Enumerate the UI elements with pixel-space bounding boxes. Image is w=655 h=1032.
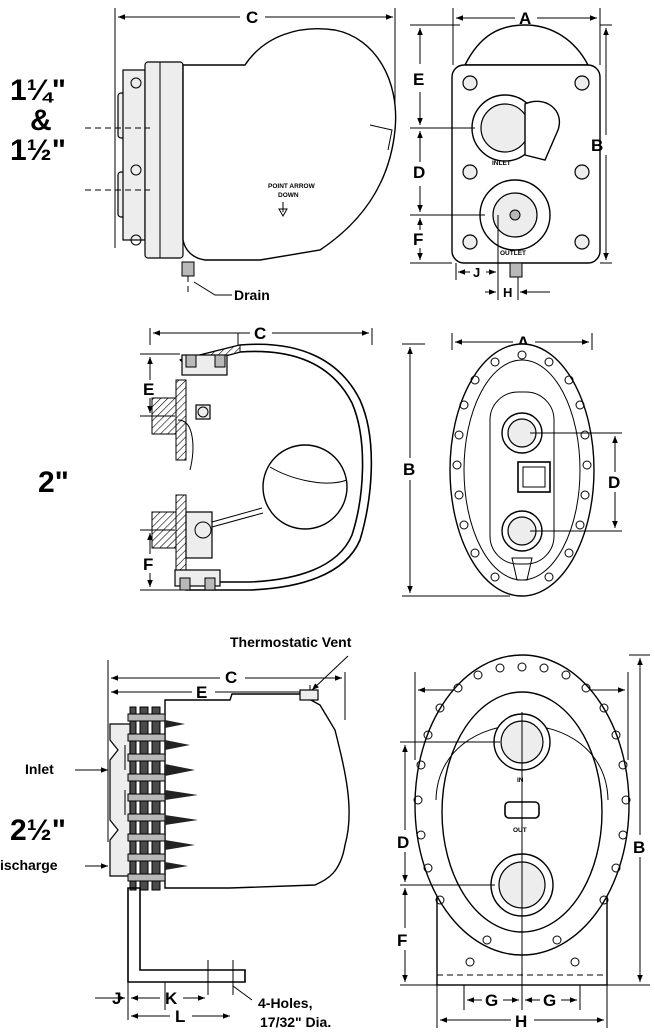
body-text-arrow1: POINT ARROW (268, 183, 316, 190)
body-text-arrow2: DOWN (278, 192, 299, 199)
callout-drain: Drain (234, 287, 270, 303)
callout-inlet: Inlet (25, 761, 54, 777)
dim-b-2half: B (633, 838, 645, 857)
callout-discharge: ischarge (0, 857, 58, 873)
dim-c-small: C (246, 8, 258, 27)
dim-j-2half: J (112, 989, 121, 1008)
callout-thermostatic-vent: Thermostatic Vent (230, 634, 352, 650)
side-view-small: C POINT ARROW DOWN Drain (85, 8, 397, 303)
callout-holes-line2: 17/32" Dia. (260, 1014, 331, 1030)
dim-c-2in: C (254, 324, 266, 343)
size-label-line2: & (30, 104, 52, 137)
body-text-inlet: INLET (492, 160, 511, 167)
dim-h-small: H (503, 285, 512, 300)
size-label-2in: 2" (38, 466, 69, 499)
dim-f-2half: F (397, 931, 407, 950)
callout-holes-line1: 4-Holes, (258, 995, 312, 1011)
dim-e-small: E (413, 70, 424, 89)
dim-k-2half: K (165, 989, 178, 1008)
dim-d-2half: D (397, 833, 409, 852)
dim-b-small: B (591, 136, 603, 155)
size-label-line1: 1¼" (10, 74, 66, 107)
dim-g2-2half: G (543, 991, 556, 1010)
dim-f-small: F (413, 230, 423, 249)
section-2-half-inch: 2½" Thermostatic Vent C E (0, 634, 650, 1031)
dim-l-2half: L (175, 1007, 185, 1026)
front-view-2in: A (402, 333, 622, 597)
dim-f-2in: F (143, 555, 153, 574)
section-2-inch: 2" C (38, 324, 622, 597)
dim-h-2half: H (515, 1012, 527, 1031)
body-text-out: OUT (513, 827, 527, 834)
dim-e-2half: E (196, 683, 207, 702)
side-view-2half: Thermostatic Vent C E (0, 634, 352, 1030)
point-down-arrow-icon (278, 202, 288, 218)
dim-e-2in: E (143, 380, 154, 399)
dim-c-2half: C (225, 668, 237, 687)
dim-d-small: D (413, 163, 425, 182)
front-view-small: A INLET OUTLET E (410, 8, 612, 300)
size-label-line3: 1½" (10, 134, 66, 167)
side-view-2in: C (140, 324, 373, 591)
size-label-2half: 2½" (10, 814, 66, 847)
dim-g1-2half: G (485, 991, 498, 1010)
dim-d-2in: D (608, 473, 620, 492)
body-text-outlet: OUTLET (500, 250, 526, 257)
front-view-2half: A (397, 654, 650, 1031)
dim-a-small: A (519, 9, 531, 28)
dim-b-2in: B (403, 460, 415, 479)
section-small-sizes: 1¼" & 1½" C POINT ARROW DOWN (10, 8, 612, 303)
dim-j-small: J (473, 265, 480, 280)
body-text-in: IN (517, 777, 524, 784)
